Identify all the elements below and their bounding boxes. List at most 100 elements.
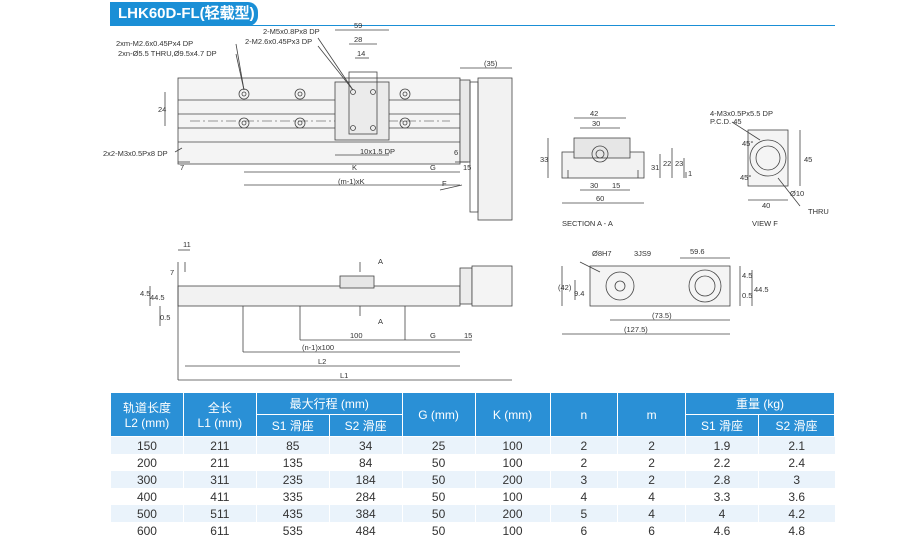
- svg-text:A: A: [378, 317, 383, 326]
- table-cell: 100: [475, 437, 550, 455]
- svg-text:Ø8H7: Ø8H7: [592, 249, 612, 258]
- svg-text:L2: L2: [318, 357, 326, 366]
- table-cell: 84: [329, 454, 402, 471]
- table-cell: 50: [402, 488, 475, 505]
- side-view: [150, 250, 512, 380]
- table-cell: 4: [618, 488, 686, 505]
- svg-text:VIEW F: VIEW F: [752, 219, 778, 228]
- table-cell: 2: [550, 437, 618, 455]
- svg-text:22: 22: [663, 159, 671, 168]
- table-cell: 5: [550, 505, 618, 522]
- svg-text:A: A: [378, 257, 383, 266]
- svg-text:(m-1)xK: (m-1)xK: [338, 177, 365, 186]
- table-cell: 2: [550, 454, 618, 471]
- table-cell: 335: [256, 488, 329, 505]
- svg-text:33: 33: [540, 155, 548, 164]
- table-cell: 50: [402, 505, 475, 522]
- th-weight-s2: S2 滑座: [758, 415, 834, 437]
- table-cell: 535: [256, 522, 329, 539]
- table-cell: 600: [111, 522, 184, 539]
- table-cell: 3.3: [686, 488, 759, 505]
- svg-text:2x2-M3x0.5Px8 DP: 2x2-M3x0.5Px8 DP: [103, 149, 168, 158]
- table-cell: 3.6: [758, 488, 834, 505]
- svg-text:2-M2.6x0.45Px3 DP: 2-M2.6x0.45Px3 DP: [245, 37, 312, 46]
- end-view: [562, 258, 752, 334]
- table-cell: 150: [111, 437, 184, 455]
- svg-text:(n-1)x100: (n-1)x100: [302, 343, 334, 352]
- svg-text:SECTION A - A: SECTION A - A: [562, 219, 613, 228]
- svg-text:28: 28: [354, 35, 362, 44]
- th-max-stroke: 最大行程 (mm): [256, 393, 402, 415]
- table-cell: 2.4: [758, 454, 834, 471]
- table-cell: 6: [618, 522, 686, 539]
- svg-text:4.5: 4.5: [742, 271, 752, 280]
- svg-text:7: 7: [170, 268, 174, 277]
- svg-text:14: 14: [357, 49, 365, 58]
- svg-text:2-M5x0.8Px8 DP: 2-M5x0.8Px8 DP: [263, 27, 320, 36]
- svg-text:9.4: 9.4: [574, 289, 584, 298]
- svg-text:45°: 45°: [740, 173, 751, 182]
- svg-text:(73.5): (73.5): [652, 311, 672, 320]
- svg-text:1: 1: [688, 169, 692, 178]
- svg-text:0.5: 0.5: [160, 313, 170, 322]
- technical-drawing: 2xm-M2.6x0.45Px4 DP 2xn-Ø5.5 THRU,Ø9.5x4…: [0, 0, 900, 390]
- top-view: [165, 30, 512, 220]
- svg-text:G: G: [430, 163, 436, 172]
- table-cell: 411: [183, 488, 256, 505]
- table-cell: 3: [758, 471, 834, 488]
- table-cell: 2.1: [758, 437, 834, 455]
- svg-text:10x1.5 DP: 10x1.5 DP: [360, 147, 395, 156]
- svg-text:15: 15: [612, 181, 620, 190]
- table-cell: 4.6: [686, 522, 759, 539]
- table-cell: 611: [183, 522, 256, 539]
- table-cell: 511: [183, 505, 256, 522]
- svg-text:15: 15: [463, 163, 471, 172]
- th-weight: 重量 (kg): [686, 393, 835, 415]
- svg-text:23: 23: [675, 159, 683, 168]
- svg-text:0.5: 0.5: [742, 291, 752, 300]
- table-cell: 400: [111, 488, 184, 505]
- table-cell: 135: [256, 454, 329, 471]
- svg-text:7: 7: [180, 163, 184, 172]
- table-cell: 384: [329, 505, 402, 522]
- svg-text:4.5: 4.5: [140, 289, 150, 298]
- svg-text:15: 15: [464, 331, 472, 340]
- svg-text:45: 45: [804, 155, 812, 164]
- svg-text:11: 11: [183, 240, 191, 249]
- table-cell: 435: [256, 505, 329, 522]
- side-view-labels: 11 4.5 44.5 0.5 A A 100 G 15 (n-1)x100 L…: [140, 240, 472, 380]
- table-cell: 50: [402, 471, 475, 488]
- table-cell: 200: [475, 505, 550, 522]
- th-stroke-s1: S1 滑座: [256, 415, 329, 437]
- svg-text:2xm-M2.6x0.45Px4 DP: 2xm-M2.6x0.45Px4 DP: [116, 39, 193, 48]
- svg-text:P.C.D. 45: P.C.D. 45: [710, 117, 742, 126]
- table-cell: 6: [550, 522, 618, 539]
- svg-text:(127.5): (127.5): [624, 325, 648, 334]
- table-cell: 211: [183, 454, 256, 471]
- svg-text:44.5: 44.5: [150, 293, 165, 302]
- svg-text:59: 59: [354, 21, 362, 30]
- table-cell: 2: [618, 454, 686, 471]
- svg-text:L1: L1: [340, 371, 348, 380]
- svg-text:(42): (42): [558, 283, 572, 292]
- th-stroke-s2: S2 滑座: [329, 415, 402, 437]
- th-n: n: [550, 393, 618, 437]
- table-cell: 2: [618, 471, 686, 488]
- svg-text:40: 40: [762, 201, 770, 210]
- svg-text:31: 31: [651, 163, 659, 172]
- table-cell: 2: [618, 437, 686, 455]
- table-cell: 200: [111, 454, 184, 471]
- svg-text:2xn-Ø5.5 THRU,Ø9.5x4.7 DP: 2xn-Ø5.5 THRU,Ø9.5x4.7 DP: [118, 49, 217, 58]
- svg-text:K: K: [352, 163, 357, 172]
- table-cell: 1.9: [686, 437, 759, 455]
- table-cell: 100: [475, 454, 550, 471]
- table-cell: 100: [475, 488, 550, 505]
- th-weight-s1: S1 滑座: [686, 415, 759, 437]
- table-cell: 50: [402, 454, 475, 471]
